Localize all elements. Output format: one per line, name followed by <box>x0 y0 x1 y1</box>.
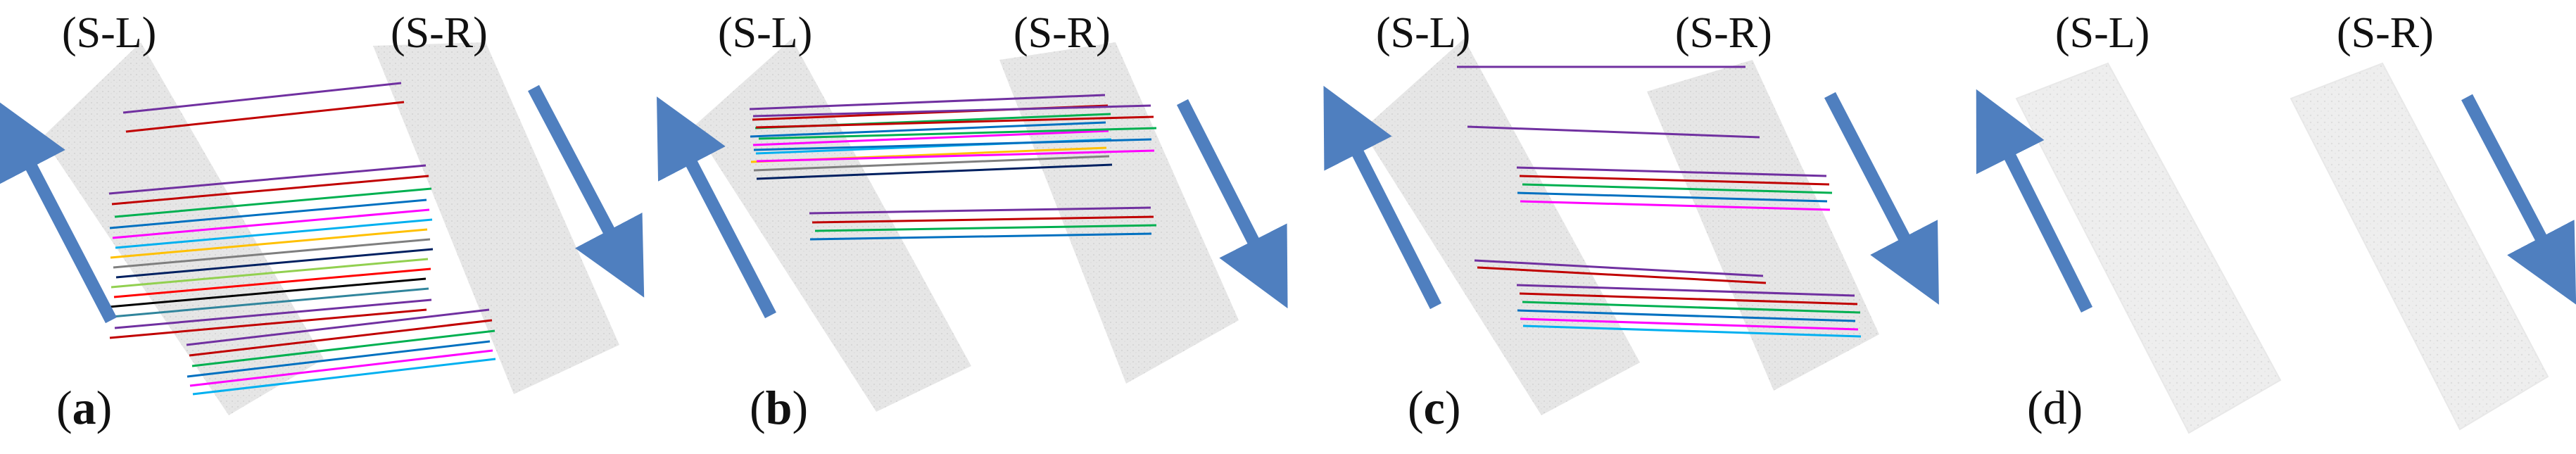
match-line <box>1519 175 1830 186</box>
panel-b-right-strip-label: (S-R) <box>1014 9 1111 57</box>
panel-b-left-strip-label: (S-L) <box>718 9 813 57</box>
panel-a-right-arrow <box>528 84 645 298</box>
match-line <box>111 287 429 318</box>
match-line <box>814 224 1157 232</box>
match-line <box>115 218 433 249</box>
panel-c-right-strip-label: (S-R) <box>1675 9 1772 57</box>
panel-a-left-strip-label: (S-L) <box>62 9 157 57</box>
match-line <box>758 127 1157 140</box>
panel-d-right-arrow <box>2461 94 2576 305</box>
match-line <box>115 248 434 279</box>
panel-d-left-arrow <box>1976 89 2093 313</box>
panel-c-label: (c) <box>1408 381 1461 434</box>
match-line <box>111 258 429 289</box>
panel-a-match-lines <box>108 82 496 396</box>
panel-c-letter: c <box>1423 381 1445 434</box>
panel-b-match-lines <box>749 94 1157 241</box>
match-line <box>809 232 1152 241</box>
panel-d-letter: d <box>2043 381 2067 434</box>
match-line <box>753 155 1110 172</box>
match-line <box>192 358 496 396</box>
panel-d-left-strip <box>2015 62 2282 434</box>
match-line <box>108 164 427 195</box>
match-line <box>1517 191 1828 203</box>
panel-c-match-lines <box>1457 65 1862 338</box>
match-line <box>191 329 495 367</box>
panel-b-letter: b <box>765 381 793 434</box>
match-line <box>110 228 428 259</box>
match-line <box>1519 292 1858 305</box>
panel-b-right-strip <box>999 42 1239 384</box>
match-line <box>108 277 427 308</box>
panel-d-label: (d) <box>2027 381 2083 434</box>
panel-c <box>1323 39 1939 415</box>
panel-d <box>1976 62 2576 434</box>
match-line <box>756 163 1113 180</box>
panel-b-right-arrow <box>1176 99 1288 309</box>
match-line <box>755 115 1154 129</box>
match-line <box>1477 266 1767 284</box>
match-line <box>1516 284 1855 297</box>
match-line <box>189 349 493 387</box>
panel-c-left-strip-label: (S-L) <box>1376 9 1471 57</box>
panel-a-left-arrow <box>0 100 117 324</box>
match-line <box>109 308 427 339</box>
match-line <box>809 206 1151 215</box>
match-line <box>1520 317 1859 331</box>
match-line <box>114 187 432 218</box>
panel-d-left-strip-label: (S-L) <box>2055 9 2150 57</box>
match-line <box>125 101 405 133</box>
match-line <box>112 208 430 239</box>
match-line <box>1520 200 1831 211</box>
match-line <box>1467 125 1760 139</box>
match-line <box>1522 324 1862 338</box>
panel-b-label: (b) <box>750 381 809 434</box>
match-line <box>187 340 491 378</box>
match-line <box>749 94 1106 111</box>
panel-d-right-strip <box>2290 62 2549 431</box>
match-line <box>122 82 402 114</box>
match-line <box>186 308 490 346</box>
match-line <box>756 149 1155 163</box>
match-line <box>1522 183 1833 194</box>
panel-c-right-arrow <box>1824 92 1939 305</box>
panel-a-label: (a) <box>56 381 113 434</box>
match-line <box>1517 309 1856 322</box>
match-line <box>1516 166 1827 177</box>
panel-a <box>0 42 645 415</box>
match-line <box>753 138 1152 151</box>
panel-a-left-strip <box>42 42 324 415</box>
match-line <box>114 298 432 329</box>
match-line <box>752 130 1109 146</box>
panel-a-right-strip <box>373 42 619 394</box>
panel-b-left-arrow <box>657 96 776 319</box>
panel-b-left-strip <box>693 39 971 412</box>
panel-c-left-strip <box>1362 39 1640 415</box>
panel-c-left-arrow <box>1323 85 1442 310</box>
panel-a-letter: a <box>72 381 96 434</box>
match-line <box>1522 301 1861 314</box>
match-line <box>109 198 427 229</box>
match-line <box>752 104 1151 118</box>
panel-d-right-strip-label: (S-R) <box>2337 9 2434 57</box>
panel-c-right-strip <box>1647 60 1879 391</box>
match-line <box>111 175 429 206</box>
panel-a-right-strip-label: (S-R) <box>391 9 488 57</box>
match-line <box>812 215 1154 224</box>
match-line <box>189 319 493 357</box>
match-line <box>750 121 1106 138</box>
panel-b <box>657 39 1288 412</box>
match-line <box>113 238 431 269</box>
match-line <box>1474 259 1764 277</box>
match-line <box>113 267 431 298</box>
